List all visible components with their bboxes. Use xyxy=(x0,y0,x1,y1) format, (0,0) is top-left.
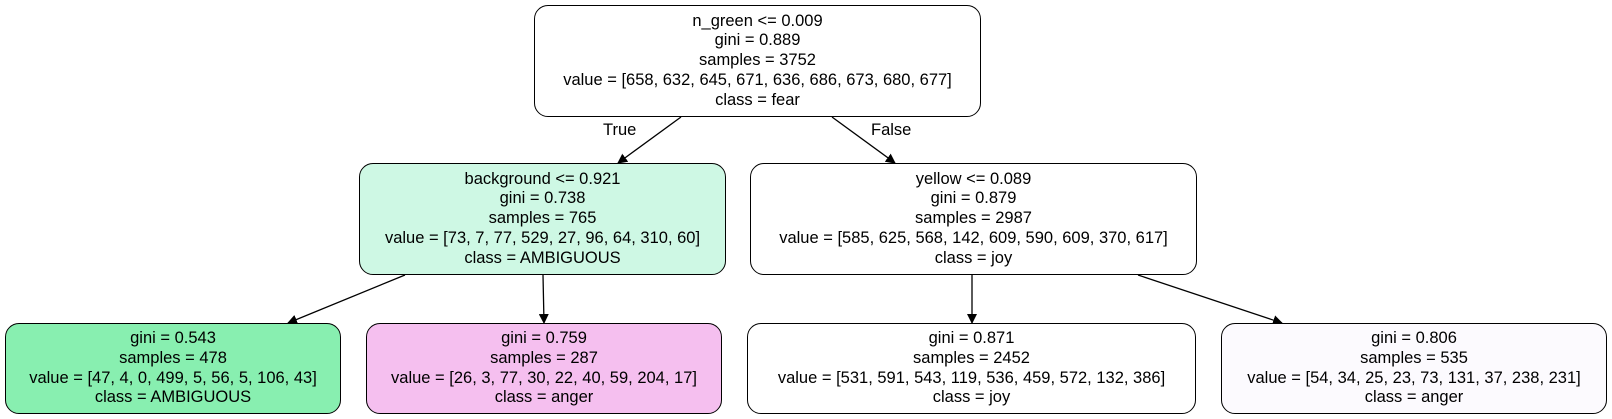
tree-leaf-right-right: gini = 0.806 samples = 535 value = [54, … xyxy=(1221,323,1607,414)
edge-right-to-right-right xyxy=(1137,274,1283,325)
node-value: value = [585, 625, 568, 142, 609, 590, 6… xyxy=(779,228,1168,247)
node-gini: gini = 0.759 xyxy=(501,328,587,347)
node-gini: gini = 0.889 xyxy=(714,31,801,50)
node-samples: samples = 2987 xyxy=(915,209,1032,228)
tree-leaf-right-left: gini = 0.871 samples = 2452 value = [531… xyxy=(747,323,1196,414)
edge-label-false: False xyxy=(871,121,912,139)
tree-leaf-left-left: gini = 0.543 samples = 478 value = [47, … xyxy=(5,323,341,414)
tree-leaf-left-right: gini = 0.759 samples = 287 value = [26, … xyxy=(366,323,722,414)
tree-node-left: background <= 0.921 gini = 0.738 samples… xyxy=(359,163,726,275)
node-class: class = joy xyxy=(934,248,1013,267)
node-value: value = [26, 3, 77, 30, 22, 40, 59, 204,… xyxy=(391,368,697,387)
node-split-rule: yellow <= 0.089 xyxy=(915,169,1032,188)
node-samples: samples = 3752 xyxy=(699,51,816,70)
node-class: class = anger xyxy=(494,388,594,407)
node-gini: gini = 0.871 xyxy=(928,328,1015,347)
tree-node-root: n_green <= 0.009 gini = 0.889 samples = … xyxy=(534,5,981,117)
node-split-rule: background <= 0.921 xyxy=(464,169,621,188)
node-samples: samples = 478 xyxy=(119,348,227,367)
node-samples: samples = 765 xyxy=(488,209,597,228)
edge-root-to-left xyxy=(617,116,682,164)
node-split-rule: n_green <= 0.009 xyxy=(692,11,823,30)
node-gini: gini = 0.543 xyxy=(130,328,216,347)
tree-node-right: yellow <= 0.089 gini = 0.879 samples = 2… xyxy=(750,163,1197,275)
node-gini: gini = 0.806 xyxy=(1371,328,1457,347)
node-gini: gini = 0.879 xyxy=(930,189,1017,208)
node-class: class = anger xyxy=(1364,388,1464,407)
edge-root-to-right xyxy=(831,116,896,164)
node-class: class = fear xyxy=(715,90,800,109)
node-value: value = [531, 591, 543, 119, 536, 459, 5… xyxy=(777,368,1166,387)
node-gini: gini = 0.738 xyxy=(499,189,586,208)
node-value: value = [658, 632, 645, 671, 636, 686, 6… xyxy=(563,70,952,89)
node-value: value = [47, 4, 0, 499, 5, 56, 5, 106, 4… xyxy=(29,368,317,387)
node-class: class = AMBIGUOUS xyxy=(464,248,621,267)
node-value: value = [54, 34, 25, 23, 73, 131, 37, 23… xyxy=(1247,368,1581,387)
node-class: class = joy xyxy=(932,388,1011,407)
edge-label-true: True xyxy=(603,121,637,139)
node-samples: samples = 287 xyxy=(490,348,598,367)
edge-left-to-left-right xyxy=(538,274,549,324)
node-class: class = AMBIGUOUS xyxy=(94,388,252,407)
node-value: value = [73, 7, 77, 529, 27, 96, 64, 310… xyxy=(384,228,701,247)
node-samples: samples = 2452 xyxy=(913,348,1030,367)
edge-left-to-left-left xyxy=(287,274,406,325)
node-samples: samples = 535 xyxy=(1360,348,1468,367)
